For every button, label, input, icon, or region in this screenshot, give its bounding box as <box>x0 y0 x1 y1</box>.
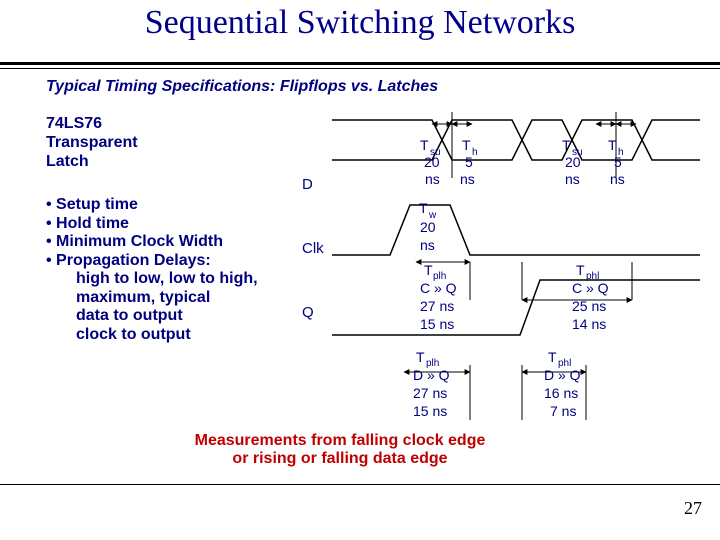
label-subscript: plh <box>433 271 446 282</box>
label-tsu-1: T su 20 ns <box>420 137 441 187</box>
label-value: 25 ns <box>572 298 606 314</box>
label-subscript: phl <box>586 271 599 282</box>
slide-title: Sequential Switching Networks <box>144 4 576 41</box>
page-number: 27 <box>684 498 702 518</box>
label-unit: ns <box>425 171 440 187</box>
bullet-subitem: clock to output <box>76 325 191 343</box>
label-value: 16 ns <box>544 385 578 401</box>
label-value: 20 <box>424 154 440 170</box>
label-tsu-2: T su 20 ns <box>562 137 583 187</box>
label-path: C » Q <box>420 280 457 296</box>
label-symbol: T <box>416 349 425 365</box>
label-subscript: phl <box>558 358 571 369</box>
label-value: 5 <box>465 154 473 170</box>
label-symbol: T <box>562 137 571 153</box>
label-value: 27 ns <box>413 385 447 401</box>
label-symbol: T <box>608 137 617 153</box>
part-line: Latch <box>46 153 89 170</box>
note-line: Measurements from falling clock edge <box>194 432 486 449</box>
bullet-subitem: data to output <box>76 307 183 324</box>
bullet-subitem: maximum, typical <box>76 288 211 306</box>
label-value: 5 <box>614 154 622 170</box>
label-subscript: su <box>572 147 583 158</box>
label-symbol: T <box>424 262 433 278</box>
label-symbol: T <box>548 349 557 365</box>
label-value: 14 ns <box>572 316 606 332</box>
label-path: D » Q <box>413 367 450 383</box>
label-tplh-clock: T plh C » Q 27 ns 15 ns <box>420 262 457 332</box>
measurement-note: Measurements from falling clock edge or … <box>120 432 560 468</box>
label-symbol: T <box>419 200 428 216</box>
label-value: 15 ns <box>420 316 454 332</box>
q-waveform <box>332 279 700 336</box>
clk-waveform <box>332 204 700 256</box>
label-subscript: h <box>618 147 624 158</box>
note-line: or rising or falling data edge <box>232 450 448 467</box>
label-value: 15 ns <box>413 403 447 419</box>
signal-label-clk: Clk <box>302 240 324 257</box>
label-subscript: su <box>430 147 441 158</box>
label-tw: T w 20 ns <box>419 200 437 253</box>
label-unit: ns <box>420 237 435 253</box>
label-th-2: T h 5 ns <box>608 137 625 187</box>
label-symbol: T <box>576 262 585 278</box>
label-value: 20 <box>420 219 436 235</box>
label-value: 7 ns <box>550 403 576 419</box>
label-tphl-data: T phl D » Q 16 ns 7 ns <box>544 349 581 419</box>
label-value: 27 ns <box>420 298 454 314</box>
d-waveform <box>332 119 700 161</box>
part-name: 74LS76 Transparent Latch <box>46 114 138 171</box>
bullet-item: • Setup time <box>46 196 138 213</box>
bullet-list: • Setup time • Hold time • Minimum Clock… <box>46 196 258 344</box>
bullet-item: • Propagation Delays: <box>46 251 211 269</box>
label-subscript: w <box>428 210 437 221</box>
subtitle: Typical Timing Specifications: Flipflops… <box>46 78 439 95</box>
label-value: 20 <box>565 154 581 170</box>
signal-label-d: D <box>302 176 313 193</box>
footer-rule <box>0 484 720 485</box>
bullet-item: • Minimum Clock Width <box>46 233 224 250</box>
signal-label-q: Q <box>302 304 314 321</box>
part-line: Transparent <box>46 134 138 151</box>
bullet-subitem: high to low, low to high, <box>76 270 258 287</box>
title-rule-bottom <box>0 68 720 69</box>
label-tplh-data: T plh D » Q 27 ns 15 ns <box>413 349 450 419</box>
d-waveform <box>332 119 700 161</box>
label-th-1: T h 5 ns <box>460 137 478 187</box>
label-symbol: T <box>462 137 471 153</box>
label-path: D » Q <box>544 367 581 383</box>
label-unit: ns <box>460 171 475 187</box>
label-unit: ns <box>610 171 625 187</box>
label-subscript: h <box>472 147 478 158</box>
label-unit: ns <box>565 171 580 187</box>
title-rule-top <box>0 62 720 65</box>
label-tphl-clock: T phl C » Q 25 ns 14 ns <box>572 262 609 332</box>
label-path: C » Q <box>572 280 609 296</box>
bullet-item: • Hold time <box>46 214 129 232</box>
label-subscript: plh <box>426 358 439 369</box>
label-symbol: T <box>420 137 429 153</box>
part-line: 74LS76 <box>46 115 103 132</box>
